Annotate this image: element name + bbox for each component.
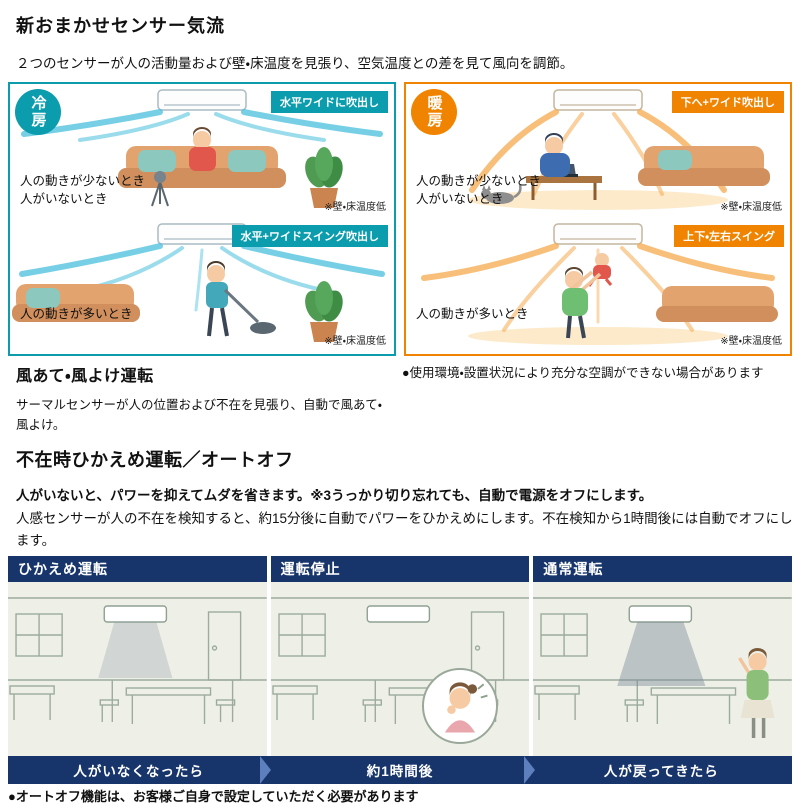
room-lines: [8, 597, 267, 724]
cooling-scene-high-illustration: [12, 223, 385, 342]
air-conditioner-icon: [553, 223, 643, 245]
sofa-icon: [638, 146, 770, 186]
cooling-panel: 冷房 水平ワイドに吹出し: [8, 82, 396, 356]
autooff-footer-note: ●オートオフ機能は、お客様ご自身で設定していただく必要があります: [8, 789, 419, 804]
heating-scene-low-activity: 下へ+ワイド吹出し: [406, 84, 790, 218]
wind-section-heading: 風あて・風よけ運転: [16, 368, 154, 385]
timeline-step-1: 人がいなくなったら: [73, 764, 204, 779]
vacuuming-person-icon: [206, 261, 276, 337]
parent-child-icon: [562, 253, 613, 339]
plant-icon: [305, 281, 343, 342]
cat-icon: [481, 184, 522, 204]
autooff-section-heading: 不在時ひかえめ運転／オートオフ: [16, 450, 294, 470]
heating-scene-2-description: 人の動きが多いとき: [416, 307, 529, 322]
plant-icon: [305, 147, 343, 208]
forgot-person-inset: [422, 668, 498, 744]
air-conditioner-off-icon: [366, 605, 430, 623]
room-scene-normal-illustration: [533, 597, 793, 738]
airflow-normal-icon: [617, 622, 706, 686]
diagram-timeline-bar: 人がいなくなったら 約1時間後 人が戻ってきたら: [8, 756, 792, 784]
heating-scene-low-illustration: [468, 89, 770, 210]
usage-environment-note: ●使用環境・設置状況により充分な空調ができない場合があります: [402, 366, 764, 380]
timeline-arrow-icon: [524, 756, 535, 784]
wind-section-body: サーマルセンサーが人の位置および不在を見張り、自動で風あて・風よけ。: [16, 398, 383, 432]
room-lines: [533, 597, 793, 724]
diagram-scene-stopped: [270, 582, 530, 756]
heating-scene-1-note: ※壁・床温度低: [720, 202, 782, 213]
diagram-col-normal: 通常運転: [533, 556, 793, 756]
timeline-step-2: 約1時間後: [366, 764, 434, 779]
heating-panel: 暖房 下へ+ワイド吹出し: [404, 82, 792, 356]
diagram-columns: ひかえめ運転: [8, 556, 793, 756]
cooling-airflow-label-1: 水平ワイドに吹出し: [271, 91, 388, 113]
sitting-person-icon: [540, 133, 570, 177]
heating-airflow-label-1: 下へ+ワイド吹出し: [671, 91, 784, 113]
air-conditioner-icon: [157, 89, 247, 111]
timeline-step-3: 人が戻ってきたら: [603, 764, 719, 779]
air-conditioner-icon: [628, 605, 693, 623]
cooling-scene-low-illustration: [21, 89, 383, 208]
cooling-mode-badge: 冷房: [15, 89, 61, 135]
autooff-lead-text: 人がいないと、パワーを抑えてムダを省きます。※3うっかり切り忘れても、自動で電源…: [16, 488, 653, 503]
heating-scene-high-activity: 上下・左右スイング: [406, 218, 790, 352]
sitting-person-icon: [189, 127, 216, 171]
sofa-icon: [656, 286, 778, 322]
cooling-scene-1-description: 人の動きが少ないとき 人がいないとき: [20, 173, 146, 207]
warm-floor-glow-icon: [468, 327, 728, 345]
cooling-scene-low-activity: 水平ワイドに吹出し: [10, 84, 394, 218]
cooling-scene-2-note: ※壁・床温度低: [324, 336, 386, 347]
timeline-arrow-icon: [260, 756, 271, 784]
heating-scene-2-note: ※壁・床温度低: [720, 336, 782, 347]
table-icon: [526, 176, 602, 200]
air-conditioner-icon: [103, 605, 168, 623]
worried-person-icon: [444, 682, 488, 733]
diagram-header-stopped: 運転停止: [270, 556, 530, 582]
cooling-scene-high-activity: 水平+ワイドスイング吹出し: [10, 218, 394, 352]
diagram-col-reduced: ひかえめ運転: [8, 556, 267, 756]
cooling-scene-1-note: ※壁・床温度低: [324, 202, 386, 213]
tripod-fan-icon: [151, 171, 169, 207]
returning-person-icon: [738, 648, 775, 738]
wind-section: 風あて・風よけ運転 サーマルセンサーが人の位置および不在を見張り、自動で風あて・…: [16, 362, 392, 435]
cooling-scene-2-description: 人の動きが多いとき: [20, 307, 133, 322]
page-subtitle: ２つのセンサーが人の活動量および壁・床温度を見張り、空気温度との差を見て風向を調…: [16, 56, 574, 71]
room-scene-reduced-illustration: [8, 597, 267, 724]
heating-scene-high-illustration: [421, 223, 778, 345]
page-title: 新おまかせセンサー気流: [16, 16, 225, 36]
cooling-airflow-label-2: 水平+ワイドスイング吹出し: [231, 225, 388, 247]
heating-airflow-label-2: 上下・左右スイング: [674, 225, 784, 247]
diagram-header-reduced: ひかえめ運転: [8, 556, 267, 582]
sofa-icon: [12, 284, 140, 322]
diagram-scene-reduced: [8, 582, 267, 756]
heating-mode-badge: 暖房: [411, 89, 457, 135]
diagram-scene-normal: [533, 582, 793, 756]
heating-scene-1-description: 人の動きが少ないとき 人がいないとき: [416, 173, 542, 207]
air-conditioner-icon: [553, 89, 643, 111]
diagram-header-normal: 通常運転: [533, 556, 793, 582]
mode-panels: 冷房 水平ワイドに吹出し: [8, 82, 792, 356]
airflow-reduced-icon: [98, 622, 173, 678]
autooff-body-text: 人感センサーが人の不在を検知すると、約15分後に自動でパワーをひかえめにします。…: [16, 511, 793, 548]
autooff-diagram: ひかえめ運転: [8, 556, 793, 784]
room-scene-stopped-illustration: [270, 597, 530, 724]
